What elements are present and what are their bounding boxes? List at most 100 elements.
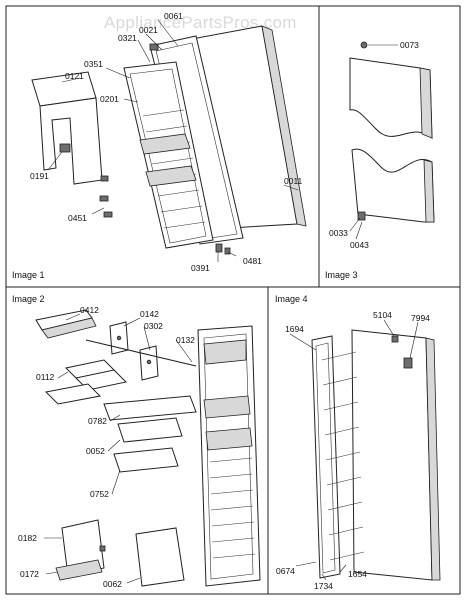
door-shelf-upper — [139, 133, 191, 155]
callout-0172: 0172 — [20, 569, 39, 579]
leader-7994 — [409, 321, 419, 359]
door-bin-lower — [113, 447, 179, 473]
leader-0782 — [109, 414, 121, 422]
leader-0674 — [295, 561, 317, 567]
leader-1734 — [321, 573, 327, 581]
callout-0391: 0391 — [191, 263, 210, 273]
outer-frame — [5, 5, 461, 595]
image3-panel: 0073 0033 0043 Image 3 — [325, 40, 435, 280]
image1-title: Image 1 — [12, 270, 45, 280]
door-inner-liner — [123, 61, 214, 249]
callout-0201: 0201 — [100, 94, 119, 104]
callout-0142: 0142 — [140, 309, 159, 319]
bottom-bin — [135, 527, 185, 587]
callout-0112: 0112 — [36, 372, 55, 382]
handle-bracket — [403, 357, 413, 369]
door-rail — [85, 339, 197, 367]
callout-5104: 5104 — [373, 310, 392, 320]
callout-1654: 1654 — [348, 569, 367, 579]
leader-0172 — [45, 571, 59, 575]
callout-7994: 7994 — [411, 313, 430, 323]
callout-0302: 0302 — [144, 321, 163, 331]
leader-0191 — [47, 151, 63, 171]
bottom-hinge-bushing — [224, 247, 231, 255]
liner-mid-shelf — [203, 395, 251, 419]
insulation-lines — [321, 351, 365, 561]
leader-1654 — [339, 564, 347, 573]
callout-0011: 0011 — [284, 176, 303, 186]
image4-panel: Image 4 5104 7994 1694 — [275, 294, 441, 591]
leader-0451 — [91, 207, 105, 215]
callout-0182: 0182 — [18, 533, 37, 543]
callout-0191: 0191 — [30, 171, 49, 181]
callout-0321: 0321 — [118, 33, 137, 43]
liner-door-inset — [203, 333, 254, 580]
image2-panel: Image 2 — [12, 294, 261, 589]
callout-0033: 0033 — [329, 228, 348, 238]
leader-0351 — [105, 67, 131, 79]
dispenser-switch — [59, 143, 71, 153]
dispenser-frame — [39, 97, 103, 185]
hinge-part-lower — [103, 211, 113, 218]
freezer-gasket-inner — [315, 342, 336, 574]
image4-title: Image 4 — [275, 294, 308, 304]
leader-5104 — [383, 319, 395, 337]
callout-0021: 0021 — [139, 25, 158, 35]
door-panel-lower-section — [351, 148, 435, 223]
callout-0451: 0451 — [68, 213, 87, 223]
glass-shelf — [103, 395, 197, 421]
leader-0061 — [157, 19, 179, 47]
door-liner-inset — [129, 68, 207, 244]
door-panel-lower-edge — [423, 159, 435, 223]
bin-clip — [99, 545, 106, 552]
leader-0062 — [126, 577, 141, 584]
leader-0033 — [349, 217, 361, 232]
leader-0052 — [107, 439, 121, 452]
bottom-hinge-cap — [357, 211, 366, 221]
door-outer-edge — [261, 25, 307, 227]
leader-0321 — [137, 39, 151, 63]
leader-0021 — [145, 33, 163, 51]
callout-0062: 0062 — [103, 579, 122, 589]
door-bin-upper — [117, 417, 183, 443]
image2-title: Image 2 — [12, 294, 45, 304]
dispenser-trim-edge — [41, 317, 97, 339]
freezer-door-panel — [351, 329, 433, 581]
callout-1694: 1694 — [285, 324, 304, 334]
callout-0073: 0073 — [400, 40, 419, 50]
leader-0132 — [175, 339, 193, 363]
callout-1734: 1734 — [314, 581, 333, 591]
liner-grid-lines — [209, 457, 256, 559]
image1-panel: 0061 0021 0321 0351 0121 0201 0191 0451 … — [12, 11, 307, 280]
door-shelf-lower — [145, 165, 197, 187]
bin-cover-base — [55, 559, 103, 581]
leader-0142 — [123, 317, 141, 327]
bottom-hinge-pin — [215, 243, 223, 253]
leader-0481 — [227, 251, 237, 257]
door-panel-upper-edge — [419, 67, 433, 139]
freezer-door-gasket — [311, 335, 341, 579]
liner-top-shelf — [203, 339, 247, 365]
callout-0132: 0132 — [176, 335, 195, 345]
callout-0412: 0412 — [80, 305, 99, 315]
gasket-corner-marker — [149, 43, 159, 51]
callout-0752: 0752 — [90, 489, 109, 499]
top-cap — [391, 335, 399, 343]
callout-0674: 0674 — [276, 566, 295, 576]
leader-1694 — [289, 333, 317, 351]
callout-0121: 0121 — [65, 71, 84, 81]
image3-title: Image 3 — [325, 270, 358, 280]
leader-0201 — [123, 98, 139, 103]
leader-0302 — [143, 326, 151, 351]
shelf-tray-lower — [44, 383, 102, 405]
callout-0782: 0782 — [88, 416, 107, 426]
leader-0412 — [65, 313, 81, 321]
callout-0043: 0043 — [350, 240, 369, 250]
leader-0011 — [283, 184, 299, 191]
callout-0061: 0061 — [164, 11, 183, 21]
bracket-lower-hole — [146, 359, 152, 365]
hinge-part-upper — [99, 195, 109, 202]
callout-0481: 0481 — [243, 256, 262, 266]
callout-0351: 0351 — [84, 59, 103, 69]
